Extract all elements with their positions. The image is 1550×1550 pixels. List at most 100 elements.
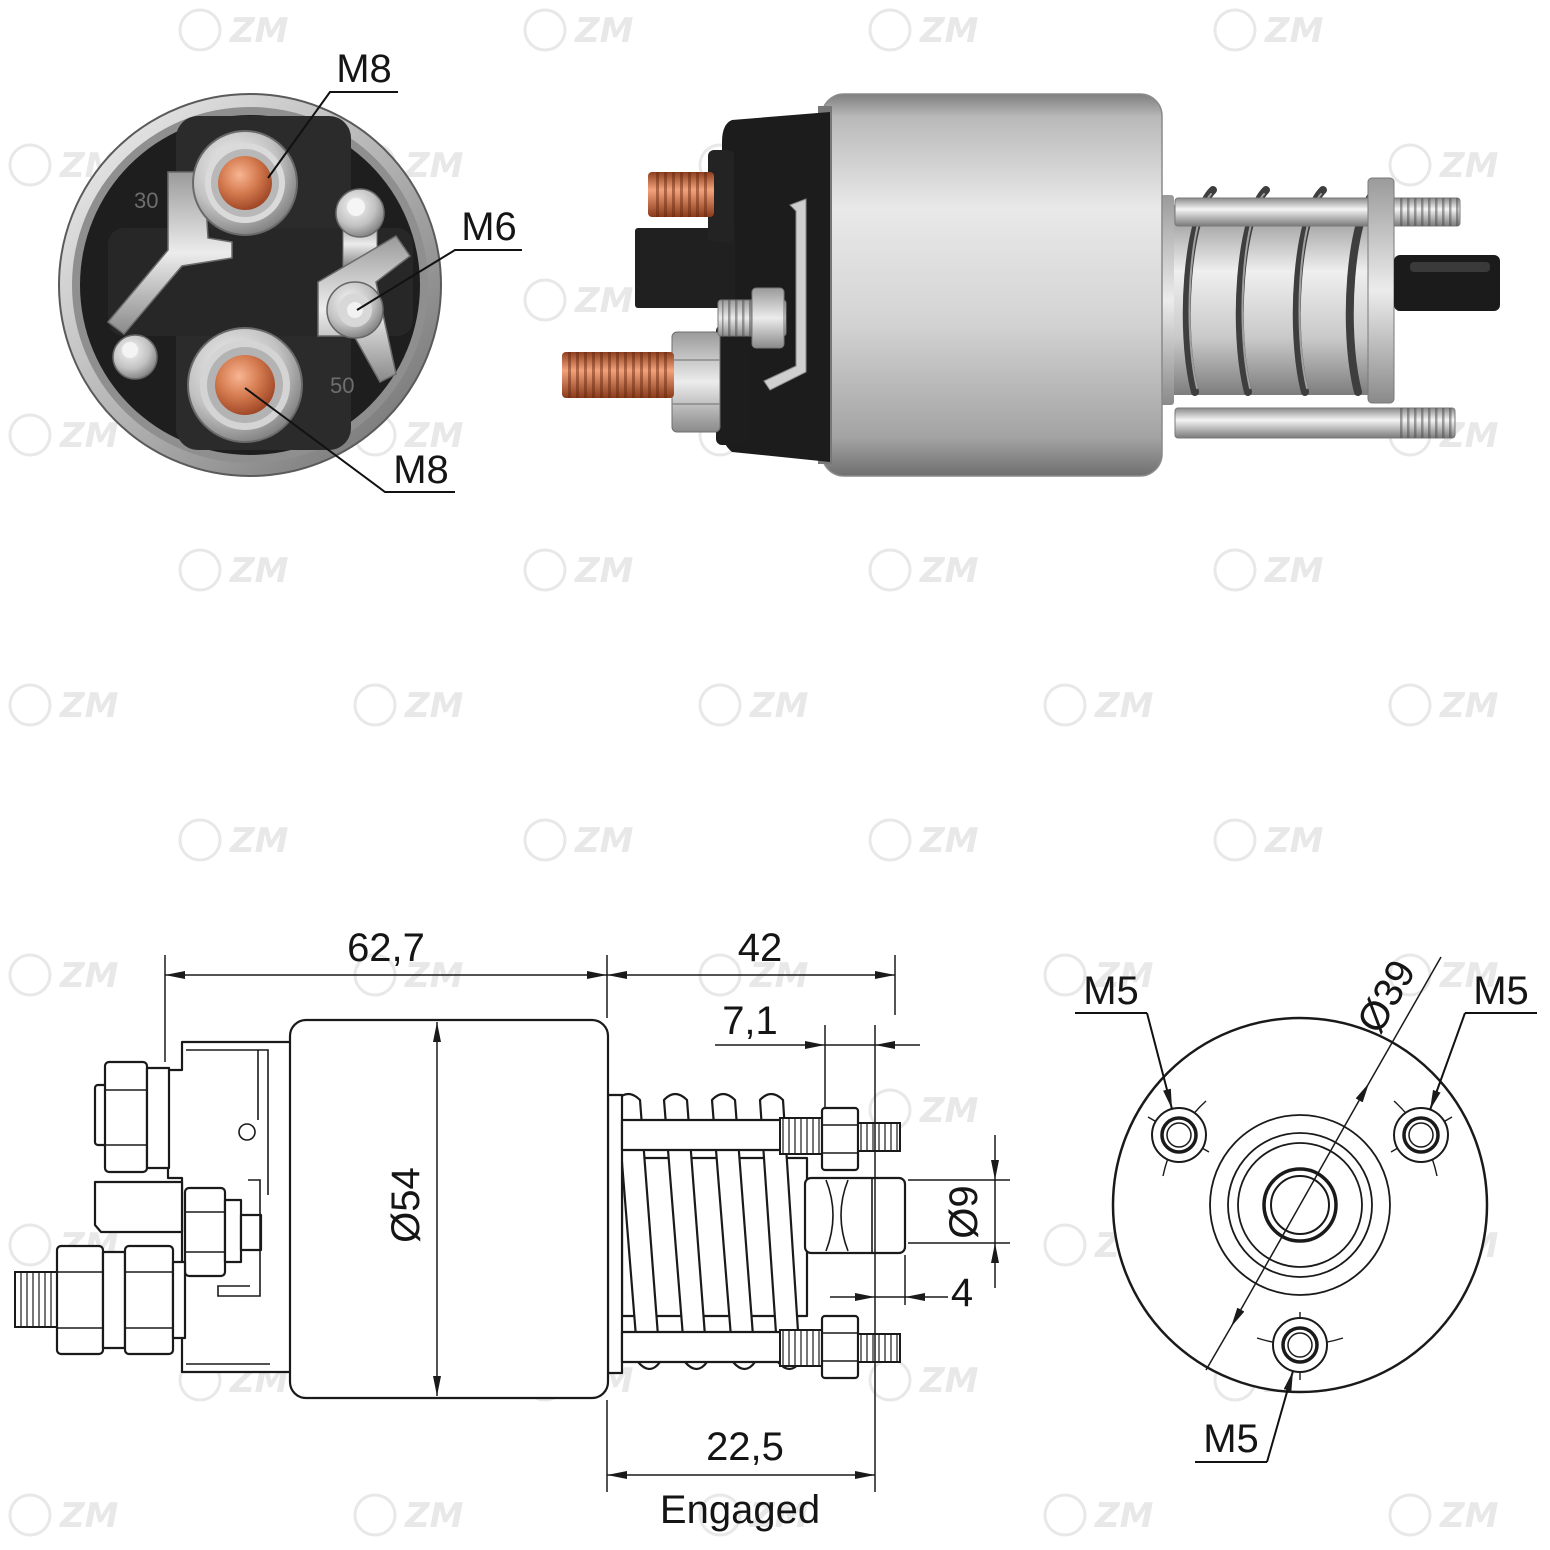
dimension-rear-length: 42 <box>607 926 896 1015</box>
callout-top-terminal-label: M8 <box>336 47 392 91</box>
watermark-text: ZM <box>1439 1496 1499 1536</box>
watermark-text: ZM <box>749 1496 809 1536</box>
mounting-hole-upper-right <box>1393 1107 1449 1163</box>
callout-control-terminal-label: M6 <box>461 205 517 249</box>
watermark-text: ZM <box>404 686 464 726</box>
watermark-logo: ZM <box>8 413 119 457</box>
control-terminal <box>317 235 412 383</box>
lower-mounting-stud <box>1174 407 1456 439</box>
watermark-logo: ZM <box>1043 683 1154 727</box>
terminal-50-marking: 50 <box>330 373 354 398</box>
mounting-hole-bottom <box>1272 1317 1328 1373</box>
watermark-text: ZM <box>59 956 119 996</box>
lower-copper-terminal <box>562 325 750 445</box>
watermark-text: ZM <box>1439 686 1499 726</box>
top-terminal <box>192 130 298 236</box>
watermark-logo: ZM <box>868 1088 979 1132</box>
watermark-logo: ZM <box>523 278 634 322</box>
watermark-text: ZM <box>1439 956 1499 996</box>
callout-hole-upper-left-label: M5 <box>1083 969 1139 1013</box>
drawing-center-boss <box>1209 1114 1391 1296</box>
connector-tab <box>635 228 735 308</box>
watermark-logo: ZM <box>353 1493 464 1537</box>
watermark-logo: ZM <box>178 548 289 592</box>
callout-top-terminal: M8 <box>267 47 398 179</box>
bottom-terminal-copper-stud <box>215 355 275 415</box>
terminal-30-marking: 30 <box>134 188 158 213</box>
watermark-logo: ZM <box>523 8 634 52</box>
watermark-text: ZM <box>919 11 979 51</box>
watermark-text: ZM <box>574 551 634 591</box>
watermark-logo: ZM <box>523 548 634 592</box>
watermark-logo: ZM <box>8 953 119 997</box>
dimension-overall-length: 62,7 <box>164 926 608 1062</box>
watermark-text: ZM <box>59 686 119 726</box>
wire-bracket <box>763 198 807 391</box>
upper-mounting-stud <box>1174 197 1461 227</box>
dimension-stroke-label: 7,1 <box>722 999 778 1043</box>
watermark-text: ZM <box>749 686 809 726</box>
dimension-stroke: 7,1 <box>715 999 920 1492</box>
watermark-text: ZM <box>229 11 289 51</box>
upper-copper-terminal <box>648 150 734 242</box>
watermark-logo: ZM <box>868 818 979 862</box>
watermark-logo: ZM <box>353 683 464 727</box>
watermark-text: ZM <box>574 11 634 51</box>
watermark-logo: ZM <box>868 548 979 592</box>
drawing-control-terminal <box>183 1179 263 1297</box>
dimension-plunger-diameter-label: Ø9 <box>942 1185 986 1238</box>
watermark-logo: ZM <box>178 8 289 52</box>
drawing-flange <box>606 1093 624 1375</box>
drawing-lower-terminal <box>14 1244 187 1356</box>
dimension-plunger-diameter: Ø9 <box>908 1135 1010 1288</box>
watermark-text: ZM <box>919 551 979 591</box>
watermark-logo: ZM <box>1388 683 1499 727</box>
plunger-sleeve <box>1168 205 1373 395</box>
dimension-overall-length-label: 62,7 <box>347 926 425 970</box>
watermark-text: ZM <box>1264 551 1324 591</box>
watermark-logo: ZM <box>1388 953 1499 997</box>
callout-hole-upper-right-label: M5 <box>1473 969 1529 1013</box>
watermark-logo: ZM <box>1388 1493 1499 1537</box>
end-view-photo: 30 50 <box>58 93 442 477</box>
watermark-logo: ZM <box>868 1358 979 1402</box>
watermark-text: ZM <box>59 1496 119 1536</box>
watermark-text: ZM <box>404 146 464 186</box>
callout-hole-bottom: M5 <box>1195 1370 1294 1463</box>
drawing-cap-boss <box>238 1123 256 1141</box>
control-terminal-bolt <box>717 287 787 349</box>
watermark-logo: ZM <box>1213 8 1324 52</box>
watermark-logo: ZM <box>178 818 289 862</box>
dimension-engaged-length-label: 22,5 <box>706 1425 784 1469</box>
end-view-drawing: Ø39 M5 M5 M5 <box>1075 953 1537 1463</box>
watermark-text: ZM <box>1264 11 1324 51</box>
watermark-logo: ZM <box>1043 1493 1154 1537</box>
watermark-logo: ZM <box>1388 143 1499 187</box>
watermark-logo: ZM <box>868 8 979 52</box>
watermark-text: ZM <box>919 821 979 861</box>
watermark-text: ZM <box>229 551 289 591</box>
watermark-logo: ZM <box>698 1493 809 1537</box>
dimension-plunger-gap: 4 <box>830 1255 973 1315</box>
drawing-plunger <box>803 1176 907 1255</box>
watermark-text: ZM <box>404 416 464 456</box>
dimension-body-diameter-label: Ø54 <box>384 1167 428 1243</box>
side-view-drawing: 62,7 42 7,1 Ø54 Ø9 <box>14 926 1010 1532</box>
watermark-text: ZM <box>404 1496 464 1536</box>
watermark-text: ZM <box>1264 821 1324 861</box>
plunger-end <box>1394 255 1500 311</box>
dimension-engaged-length: 22,5 Engaged <box>606 1400 875 1532</box>
callout-hole-upper-right: M5 <box>1429 969 1537 1111</box>
drawing-connector-tab <box>93 1180 184 1234</box>
drawing-upper-stud <box>620 1106 901 1172</box>
bracket-bolt-head <box>112 334 158 380</box>
watermark-text: ZM <box>229 821 289 861</box>
dimension-body-diameter: Ø54 <box>384 1022 441 1396</box>
watermark-logo: ZM <box>1213 818 1324 862</box>
mounting-hole-upper-left <box>1151 1107 1207 1163</box>
watermark-logo: ZM <box>523 818 634 862</box>
watermark-logo: ZM <box>1043 953 1154 997</box>
dimension-rear-length-label: 42 <box>738 926 783 970</box>
callout-hole-upper-left: M5 <box>1075 969 1173 1110</box>
